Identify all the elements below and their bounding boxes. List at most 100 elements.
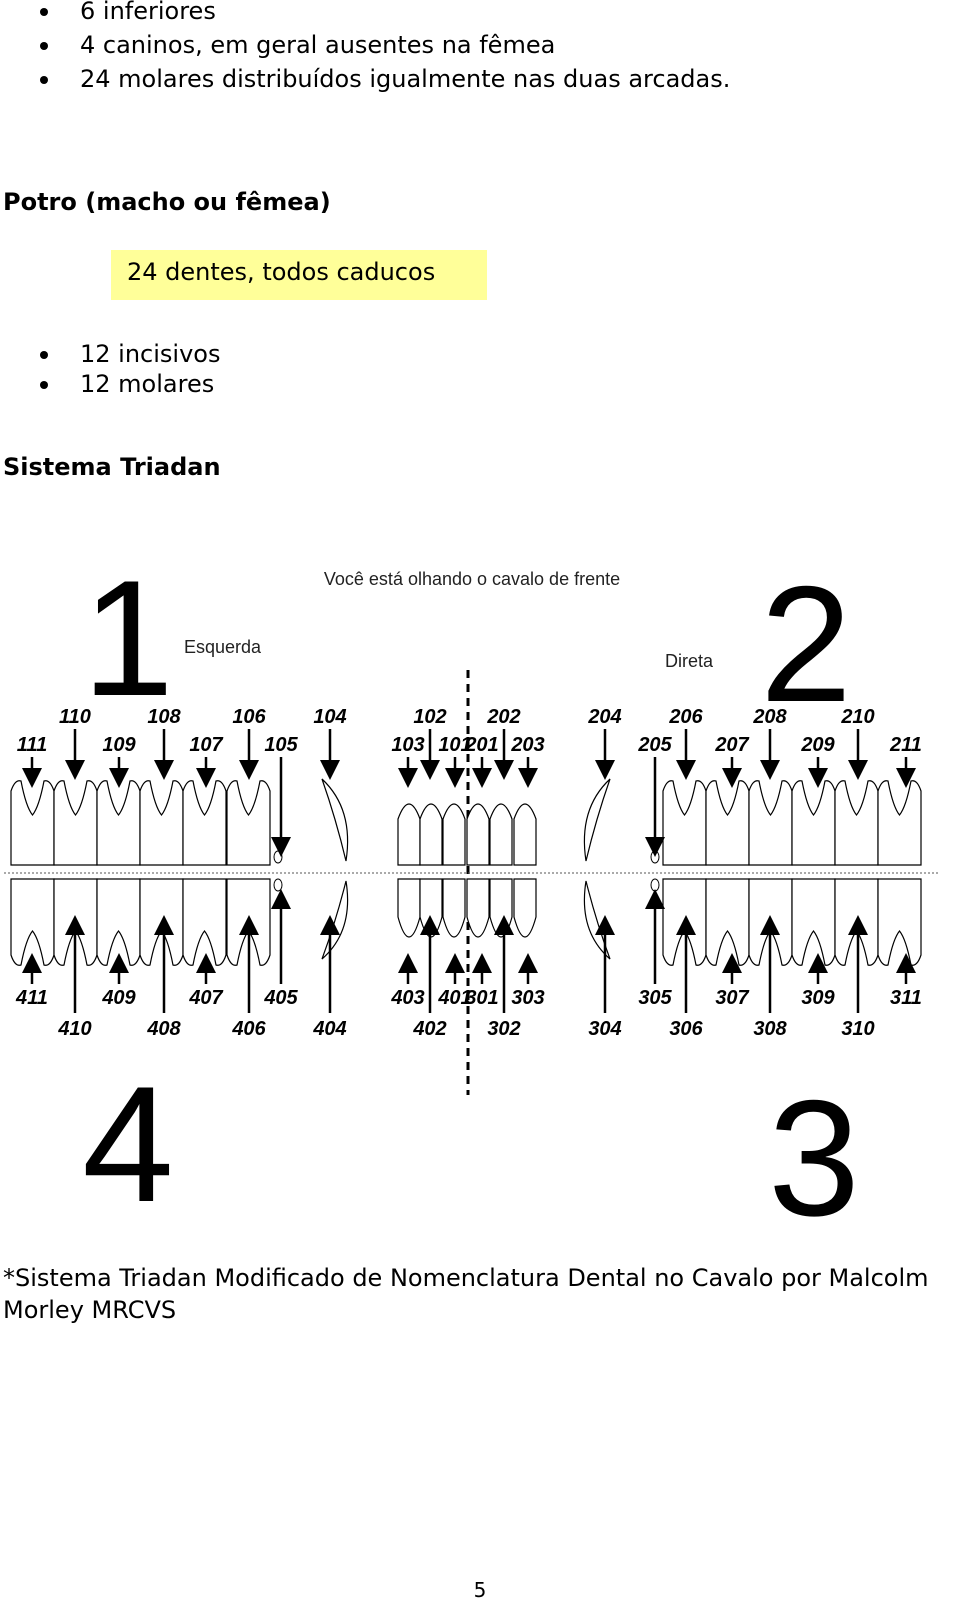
tooth-number-label: 307 xyxy=(715,987,749,1009)
tooth-number-label: 303 xyxy=(511,987,544,1009)
tooth-number-label: 304 xyxy=(588,1018,621,1040)
tooth-number-label: 209 xyxy=(800,734,835,756)
tooth-number-label: 305 xyxy=(638,987,672,1009)
wolf-tooth xyxy=(273,850,283,864)
upper-incisor-tooth xyxy=(489,803,513,866)
page-number: 5 xyxy=(473,1578,487,1602)
upper-molar-tooth xyxy=(662,780,707,866)
lower-incisor-tooth xyxy=(397,878,421,938)
quadrant-number-2: 2 xyxy=(760,555,852,736)
lower-molar-tooth xyxy=(791,878,836,966)
lower-incisor-tooth xyxy=(442,878,466,938)
upper-molar-tooth xyxy=(748,780,793,866)
tooth-number-label: 311 xyxy=(890,987,922,1009)
triadan-diagram: Você está olhando o cavalo de frente Esq… xyxy=(0,555,960,1255)
bullet xyxy=(40,381,48,389)
tooth-number-label: 109 xyxy=(102,734,136,756)
lower-incisor-tooth xyxy=(513,878,537,938)
tooth-number-label: 408 xyxy=(146,1018,181,1040)
upper-molar-tooth xyxy=(834,780,879,866)
upper-molar-tooth xyxy=(53,780,98,866)
lower-molar-tooth xyxy=(877,878,922,966)
canine-tooth xyxy=(583,880,611,960)
bullet xyxy=(40,76,48,84)
teeth-group xyxy=(10,778,922,966)
tooth-number-label: 401 xyxy=(437,987,471,1009)
upper-molar-tooth xyxy=(182,780,227,866)
tooth-number-label: 210 xyxy=(840,706,874,728)
tooth-number-label: 202 xyxy=(486,706,520,728)
wolf-tooth xyxy=(650,878,660,892)
quadrant-number-4: 4 xyxy=(82,1052,174,1236)
lower-molar-tooth xyxy=(182,878,227,966)
tooth-number-label: 402 xyxy=(412,1018,446,1040)
tooth-number-label: 411 xyxy=(15,987,48,1009)
upper-molar-tooth xyxy=(10,780,55,866)
wolf-tooth xyxy=(650,850,660,864)
tooth-number-label: 308 xyxy=(753,1018,787,1040)
tooth-number-label: 102 xyxy=(413,706,446,728)
tooth-number-label: 306 xyxy=(669,1018,703,1040)
tooth-number-label: 407 xyxy=(188,987,223,1009)
lower-molar-tooth xyxy=(96,878,141,966)
left-side-label: Esquerda xyxy=(184,637,262,657)
tooth-number-label: 207 xyxy=(714,734,749,756)
foal-highlight-text: 24 dentes, todos caducos xyxy=(127,258,436,286)
diagram-caption: Você está olhando o cavalo de frente xyxy=(324,569,620,589)
tooth-number-label: 208 xyxy=(752,706,787,728)
upper-molar-tooth xyxy=(96,780,141,866)
tooth-number-label: 403 xyxy=(390,987,424,1009)
tooth-number-label: 107 xyxy=(189,734,223,756)
canine-tooth xyxy=(321,778,349,862)
quadrant-number-1: 1 xyxy=(82,555,174,730)
tooth-number-label: 204 xyxy=(587,706,621,728)
wolf-tooth xyxy=(273,878,283,892)
tooth-number-label: 101 xyxy=(438,734,471,756)
upper-incisor-tooth xyxy=(397,803,421,866)
tooth-number-label: 404 xyxy=(312,1018,346,1040)
tooth-number-label: 201 xyxy=(464,734,498,756)
foal-highlight-box: 24 dentes, todos caducos xyxy=(111,250,487,300)
tooth-number-label: 106 xyxy=(232,706,266,728)
lower-molar-tooth xyxy=(705,878,750,966)
tooth-number-label: 205 xyxy=(637,734,672,756)
triadan-heading: Sistema Triadan xyxy=(3,453,221,481)
footnote: *Sistema Triadan Modificado de Nomenclat… xyxy=(3,1264,929,1324)
tooth-number-label: 105 xyxy=(264,734,298,756)
tooth-number-label: 110 xyxy=(59,706,91,728)
tooth-number-label: 211 xyxy=(889,734,922,756)
lower-molar-tooth xyxy=(10,878,55,966)
tooth-number-label: 309 xyxy=(801,987,835,1009)
lower-incisor-tooth xyxy=(489,878,513,938)
tooth-number-label: 111 xyxy=(17,734,47,756)
foal-heading: Potro (macho ou fêmea) xyxy=(3,188,331,216)
lower-molar-tooth xyxy=(662,878,707,966)
lower-molar-tooth xyxy=(834,878,879,966)
upper-molar-tooth xyxy=(705,780,750,866)
upper-incisor-tooth xyxy=(513,803,537,866)
list-item-text: 4 caninos, em geral ausentes na fêmea xyxy=(80,31,556,59)
tooth-number-label: 409 xyxy=(101,987,136,1009)
list-item-text: 6 inferiores xyxy=(80,0,216,25)
tooth-number-label: 206 xyxy=(668,706,703,728)
upper-molar-tooth xyxy=(226,780,271,866)
tooth-number-label: 405 xyxy=(263,987,298,1009)
tooth-number-label: 108 xyxy=(147,706,181,728)
bullet xyxy=(40,351,48,359)
tooth-number-label: 301 xyxy=(465,987,498,1009)
bullet xyxy=(40,42,48,50)
list-item-text: 24 molares distribuídos igualmente nas d… xyxy=(80,65,731,93)
upper-molar-tooth xyxy=(877,780,922,866)
bullet xyxy=(40,8,48,16)
list-item-text: 12 molares xyxy=(80,370,215,398)
tooth-number-label: 203 xyxy=(510,734,544,756)
tooth-number-label: 103 xyxy=(391,734,424,756)
list-item-text: 12 incisivos xyxy=(80,340,221,368)
canine-tooth xyxy=(321,880,349,960)
lower-molar-tooth xyxy=(139,878,184,966)
canine-tooth xyxy=(583,778,611,862)
upper-molar-tooth xyxy=(791,780,836,866)
quadrant-number-3: 3 xyxy=(768,1066,860,1250)
upper-incisor-tooth xyxy=(419,803,443,866)
